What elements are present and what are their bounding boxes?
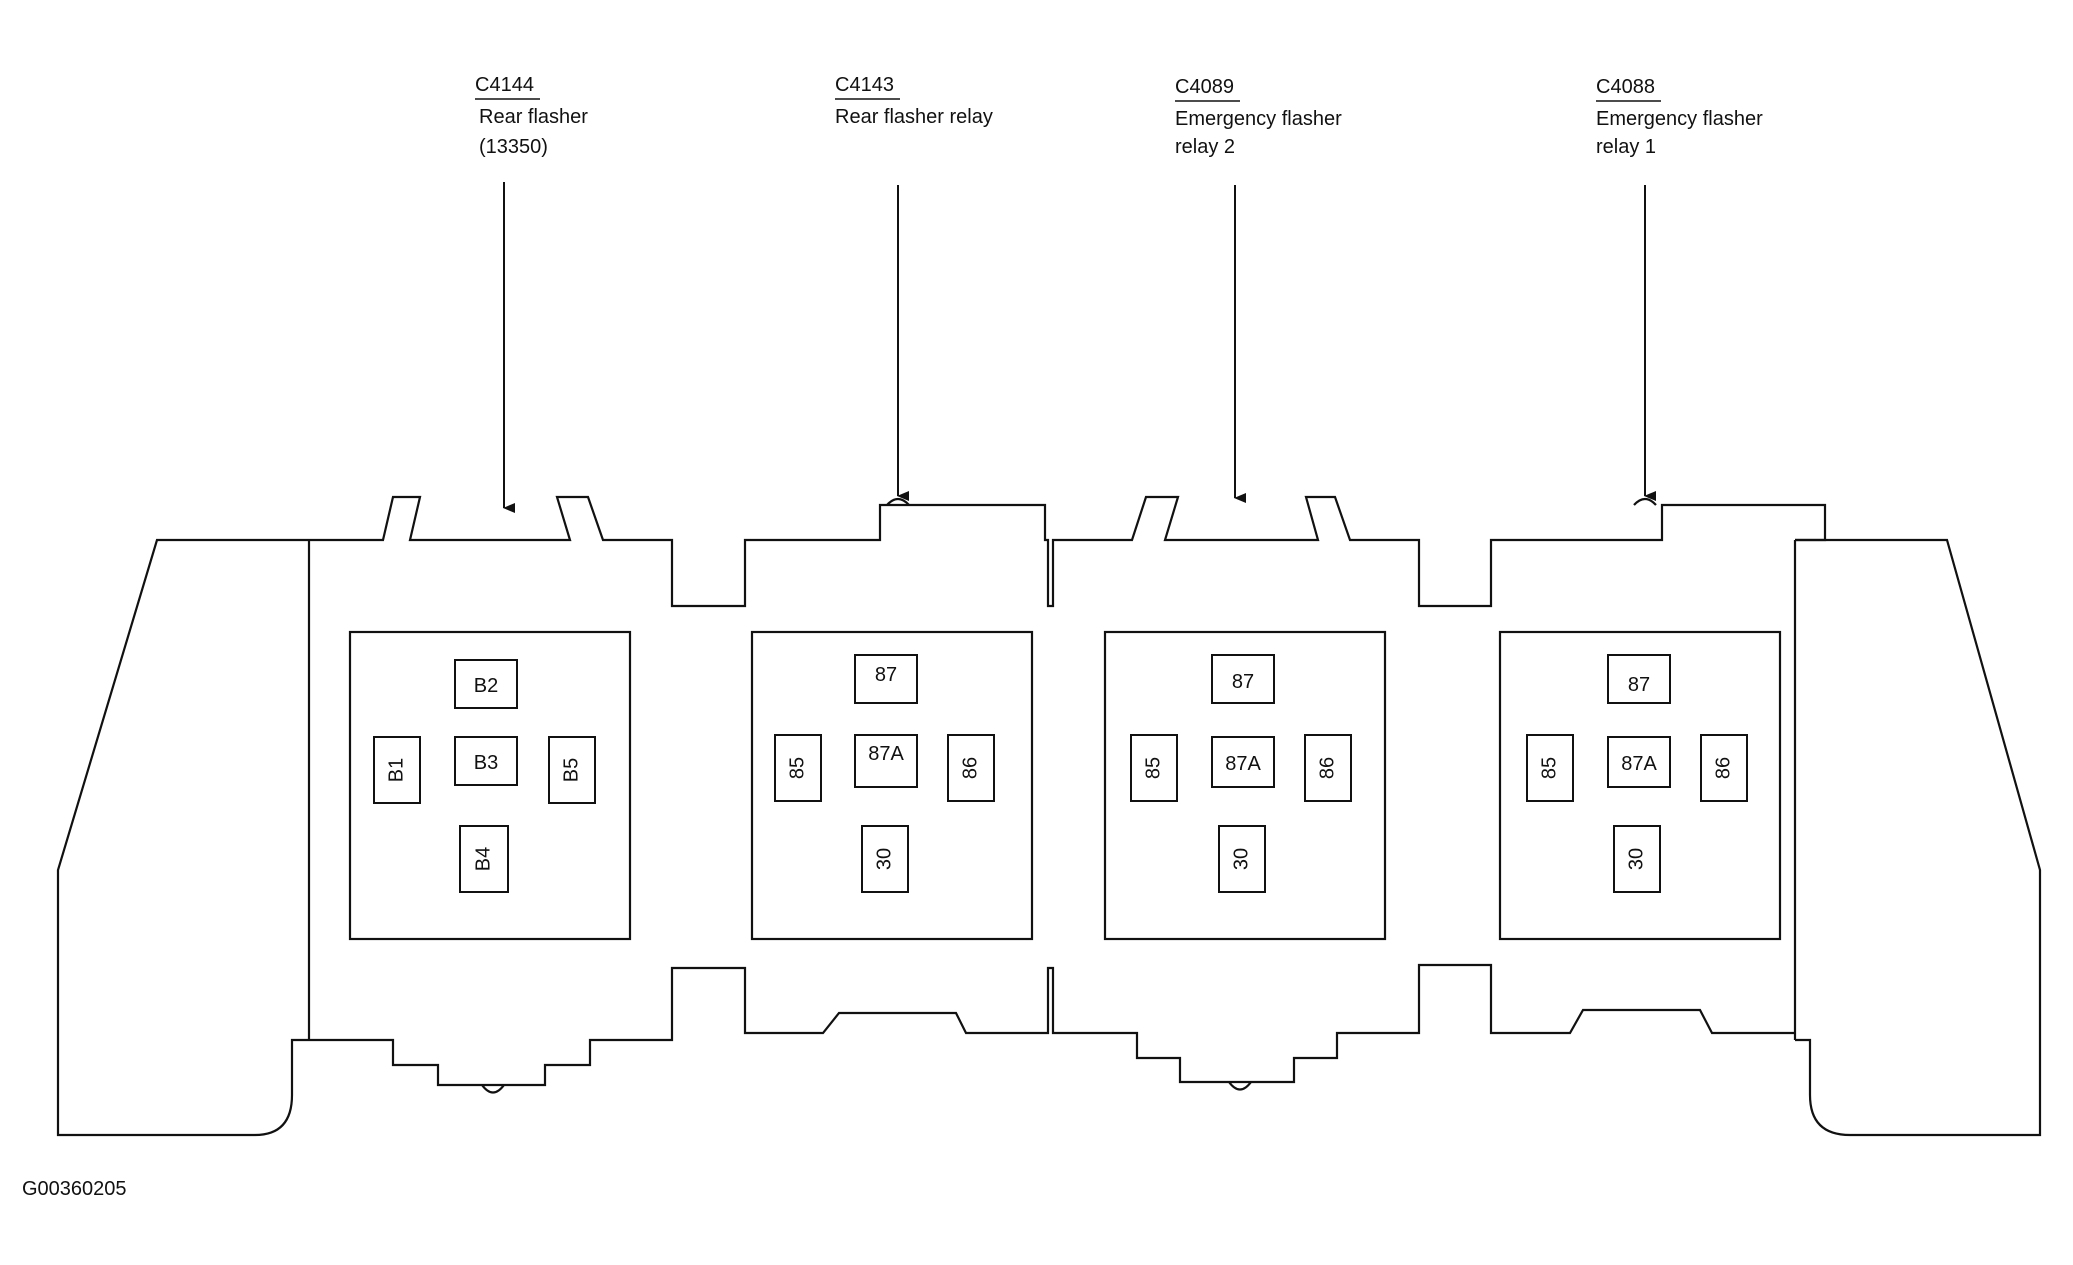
svg-text:86: 86: [959, 757, 981, 779]
callout-label-line-1: Emergency flasher: [1175, 108, 1342, 130]
housing-outline: [56, 495, 2042, 1137]
connector-c4143: 87 85 87A 86 30: [750, 630, 1034, 941]
callout-label-line-2: relay 2: [1175, 136, 1235, 158]
svg-text:87: 87: [1232, 671, 1254, 693]
pin-87: 87: [1211, 654, 1275, 704]
left-end-cap: [56, 538, 309, 1137]
svg-text:B4: B4: [472, 847, 494, 871]
svg-text:86: 86: [1712, 757, 1734, 779]
svg-text:30: 30: [1230, 848, 1252, 870]
svg-text:87A: 87A: [1225, 753, 1261, 775]
callout-code: C4088: [1596, 76, 1655, 98]
callout-c4088: C4088 Emergency flasher relay 1: [1596, 76, 1763, 501]
svg-text:86: 86: [1316, 757, 1338, 779]
pin-85: 85: [774, 734, 822, 802]
svg-text:85: 85: [1538, 757, 1560, 779]
callout-c4143: C4143 Rear flasher relay: [835, 74, 993, 501]
svg-text:B1: B1: [385, 758, 407, 782]
callout-label-line-2: (13350): [479, 136, 548, 158]
pin-87a: 87A: [854, 734, 918, 788]
svg-text:30: 30: [1625, 848, 1647, 870]
connector-c4089: 87 85 87A 86 30: [1103, 630, 1387, 941]
pin-30: 30: [1613, 825, 1661, 893]
connector-c4144: B2 B1 B3 B5 B4: [348, 630, 632, 941]
callout-code: C4143: [835, 74, 894, 96]
pin-86: 86: [1700, 734, 1748, 802]
callout-code: C4144: [475, 74, 534, 96]
pin-87a: 87A: [1607, 736, 1671, 788]
callout-c4144: C4144 Rear flasher (13350): [475, 74, 588, 513]
pin-b5: B5: [548, 736, 596, 804]
figure-id: G00360205: [22, 1178, 127, 1200]
connector-c4088: 87 85 87A 86 30: [1498, 630, 1782, 941]
callout-c4089: C4089 Emergency flasher relay 2: [1175, 76, 1342, 503]
pin-30: 30: [1218, 825, 1266, 893]
callout-label-line-1: Rear flasher relay: [835, 106, 993, 128]
pin-87a: 87A: [1211, 736, 1275, 788]
pin-87: 87: [1607, 654, 1671, 704]
housing-bottom-edge: [309, 963, 1795, 1087]
svg-text:87: 87: [1628, 674, 1650, 696]
pin-86: 86: [1304, 734, 1352, 802]
pin-86: 86: [947, 734, 995, 802]
callout-code: C4089: [1175, 76, 1234, 98]
pin-b1: B1: [373, 736, 421, 804]
pin-85: 85: [1526, 734, 1574, 802]
pin-30: 30: [861, 825, 909, 893]
callout-label-line-1: Rear flasher: [479, 106, 588, 128]
svg-text:87A: 87A: [868, 743, 904, 765]
pin-87: 87: [854, 654, 918, 704]
callout-label-line-2: relay 1: [1596, 136, 1656, 158]
pin-b2: B2: [454, 659, 518, 709]
svg-text:87: 87: [875, 664, 897, 686]
housing-top-edge: [309, 495, 1827, 608]
pin-b4: B4: [459, 825, 509, 893]
right-end-cap: [1795, 538, 2042, 1137]
pin-b3: B3: [454, 736, 518, 786]
callout-label-line-1: Emergency flasher: [1596, 108, 1763, 130]
svg-text:30: 30: [873, 848, 895, 870]
svg-text:B3: B3: [474, 752, 498, 774]
pin-85: 85: [1130, 734, 1178, 802]
svg-text:85: 85: [1142, 757, 1164, 779]
svg-text:85: 85: [786, 757, 808, 779]
svg-text:B5: B5: [560, 758, 582, 782]
svg-text:B2: B2: [474, 675, 498, 697]
svg-text:87A: 87A: [1621, 753, 1657, 775]
